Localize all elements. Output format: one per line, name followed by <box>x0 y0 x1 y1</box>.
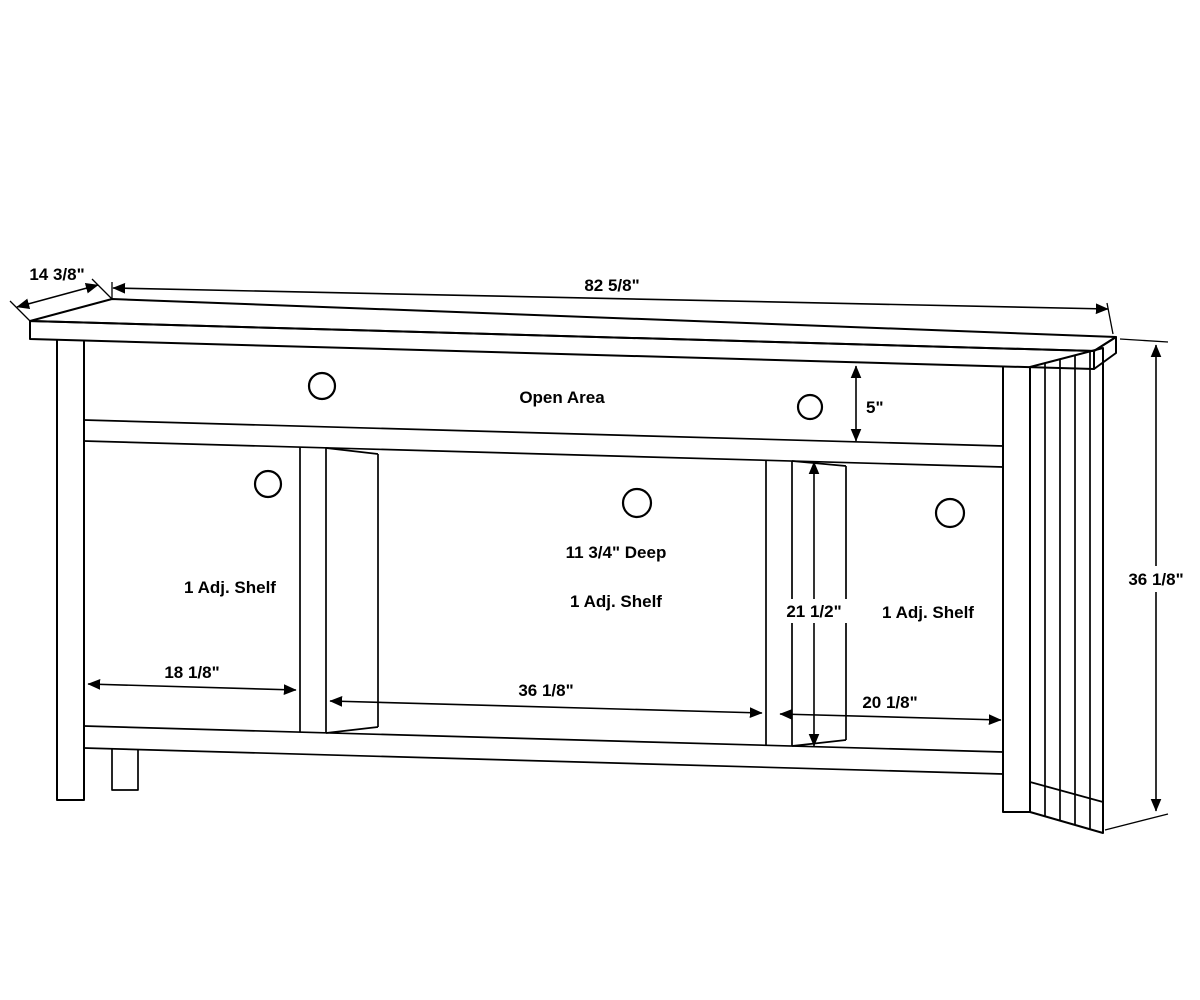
cable-hole <box>934 497 966 529</box>
right-compartment-width-label: 20 1/8" <box>862 693 917 712</box>
middle-compartment-width-label: 36 1/8" <box>518 681 573 700</box>
interior-height-label: 21 1/2" <box>786 602 841 621</box>
dimension-lines <box>9 278 1169 831</box>
cable-hole <box>307 371 337 401</box>
cable-hole <box>621 487 653 519</box>
label-background <box>780 599 848 623</box>
interior-depth-label: 11 3/4" Deep <box>566 543 667 562</box>
left-shelf-label: 1 Adj. Shelf <box>184 578 276 597</box>
open-area-label: Open Area <box>519 388 605 407</box>
dim-total-width <box>111 282 1114 335</box>
right-side-panel <box>1029 347 1104 834</box>
left-divider <box>299 447 379 734</box>
dim-right-compartment-width <box>779 708 1002 726</box>
top-depth-label: 14 3/8" <box>29 265 84 284</box>
top-slab <box>29 298 1117 370</box>
dim-middle-compartment-width <box>329 695 763 719</box>
cable-hole <box>253 469 283 499</box>
annotation-labels: 14 3/8" 82 5/8" 5" 21 1/2" 36 1/8" 18 1/… <box>29 265 1183 712</box>
right-shelf-label: 1 Adj. Shelf <box>882 603 974 622</box>
dim-top-depth <box>9 278 113 322</box>
total-width-label: 82 5/8" <box>584 276 639 295</box>
rear-left-leg <box>111 749 139 791</box>
bottom-shelf <box>83 725 1004 775</box>
left-front-leg <box>56 340 85 801</box>
total-height-label: 36 1/8" <box>1128 570 1183 589</box>
cable-hole <box>796 393 824 421</box>
dim-left-compartment-width <box>87 678 297 696</box>
right-front-leg <box>1002 366 1031 813</box>
left-compartment-width-label: 18 1/8" <box>164 663 219 682</box>
console-outline <box>29 298 1117 834</box>
open-area-shelf <box>83 419 1004 468</box>
label-background <box>1115 566 1197 592</box>
middle-shelf-label: 1 Adj. Shelf <box>570 592 662 611</box>
cable-holes <box>253 371 966 529</box>
open-area-height-label: 5" <box>866 398 884 417</box>
